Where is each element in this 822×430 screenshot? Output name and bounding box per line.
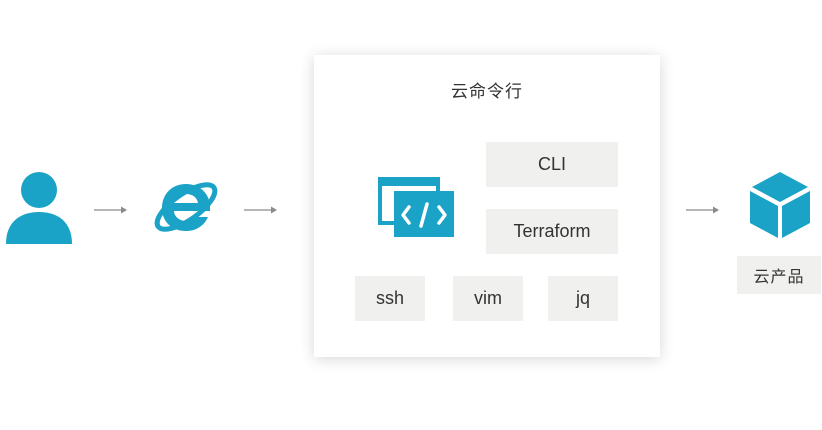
- tool-ssh: ssh: [355, 276, 425, 321]
- tool-terraform: Terraform: [486, 209, 618, 254]
- tool-cli: CLI: [486, 142, 618, 187]
- user-icon: [6, 172, 72, 244]
- cube-icon: [750, 172, 810, 238]
- arrow-right-icon: [686, 206, 719, 214]
- tool-vim: vim: [453, 276, 523, 321]
- code-window-icon: [378, 177, 454, 237]
- arrow-right-icon: [244, 206, 277, 214]
- cloud-shell-title: 云命令行: [451, 82, 523, 101]
- cloud-product-label: 云产品: [737, 256, 821, 294]
- tool-jq: jq: [548, 276, 618, 321]
- browser-e-icon: [154, 182, 218, 232]
- arrow-right-icon: [94, 206, 127, 214]
- cloud-shell-panel: 云命令行 CLI Terraform ssh vim jq: [314, 55, 660, 357]
